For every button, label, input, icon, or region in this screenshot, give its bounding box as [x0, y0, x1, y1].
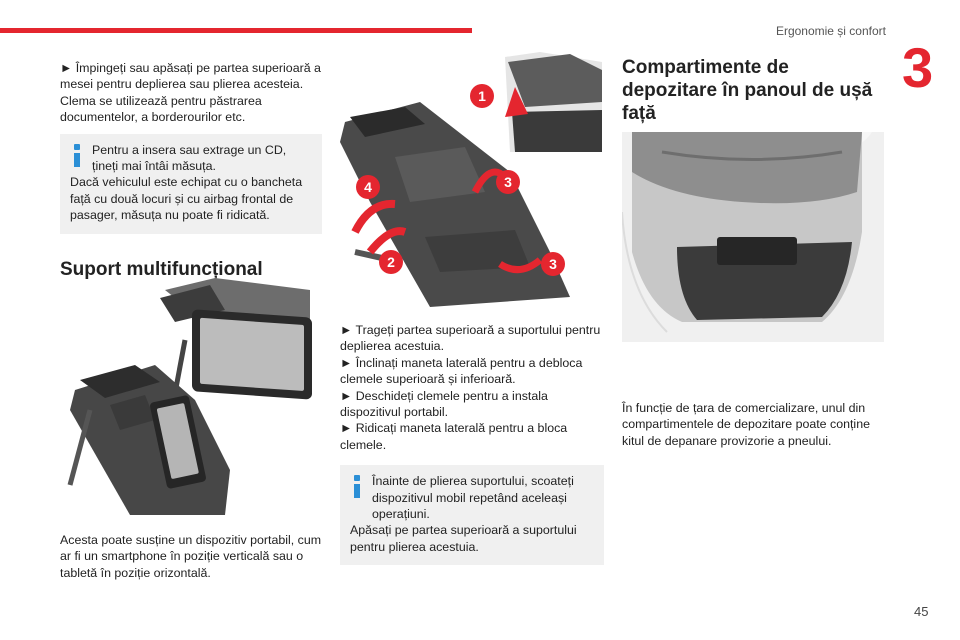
- callout-3a: 3: [504, 174, 512, 190]
- page-number: 45: [914, 604, 929, 619]
- step-2: ► Înclinați maneta laterală pentru a deb…: [340, 355, 604, 388]
- chapter-number: 3: [902, 36, 934, 99]
- step-1-text: Trageți partea superioară a suportului p…: [340, 323, 601, 354]
- info-rest: Dacă vehiculul este echipat cu o banchet…: [70, 175, 303, 223]
- header-accent-bar: [0, 28, 472, 33]
- step-2-text: Înclinați maneta laterală pentru a deblo…: [340, 355, 583, 387]
- bullet-arrow-icon: ►: [340, 421, 353, 436]
- figure-door-storage: [622, 132, 884, 342]
- info-box: Înainte de plierea suportului, scoateți …: [340, 465, 604, 566]
- figure-multifunction-holder: [60, 270, 322, 520]
- step-4-text: Ridicați maneta laterală pentru a bloca …: [340, 421, 568, 452]
- caption-door-storage: În funcție de țara de comercializare, un…: [622, 400, 886, 449]
- info-icon: [70, 143, 84, 168]
- bullet-arrow-icon: ►: [340, 388, 353, 403]
- bullet-arrow-icon: ►: [60, 61, 73, 75]
- info-first-line: Pentru a insera sau extrage un CD, țineț…: [92, 142, 287, 174]
- section-title-door-storage: Compartimente de depozitare în panoul de…: [622, 57, 873, 124]
- info-icon: [350, 475, 364, 499]
- info-first-line: Înainte de plierea suportului, scoateți …: [372, 474, 574, 522]
- callout-4: 4: [364, 179, 372, 195]
- bullet-arrow-icon: ►: [340, 323, 353, 337]
- step-3: ► Deschideți clemele pentru a instala di…: [340, 388, 604, 421]
- bullet-arrow-icon: ►: [340, 355, 353, 370]
- figure-holder-steps: 1 2 3 3 4: [340, 52, 604, 314]
- header-section-title: Ergonomie și confort: [775, 24, 886, 38]
- step-4: ► Ridicați maneta laterală pentru a bloc…: [340, 420, 604, 453]
- column-right: Compartimente de depozitare în panoul de…: [622, 56, 886, 125]
- callout-1: 1: [478, 88, 486, 104]
- column-middle-text: ► Trageți partea superioară a suportului…: [340, 322, 604, 566]
- callout-3b: 3: [549, 256, 557, 272]
- caption-text: Acesta poate susține un dispozitiv porta…: [60, 533, 322, 580]
- callout-2: 2: [387, 254, 395, 270]
- info-rest: Apăsați pe partea superioară a suportulu…: [350, 523, 577, 554]
- section-title-multifunction: Suport multifuncțional: [60, 258, 263, 280]
- caption-text: În funcție de țara de comercializare, un…: [622, 401, 870, 448]
- column-left: ► Împingeți sau apăsați pe partea superi…: [60, 60, 322, 281]
- caption-multifunction: Acesta poate susține un dispozitiv porta…: [60, 532, 322, 581]
- info-box: Pentru a insera sau extrage un CD, țineț…: [60, 133, 322, 234]
- step-1: ► Trageți partea superioară a suportului…: [340, 322, 604, 355]
- step-3-text: Deschideți clemele pentru a instala disp…: [340, 388, 548, 420]
- intro-text: Împingeți sau apăsați pe partea superioa…: [60, 61, 321, 125]
- intro-paragraph: ► Împingeți sau apăsați pe partea superi…: [60, 60, 322, 126]
